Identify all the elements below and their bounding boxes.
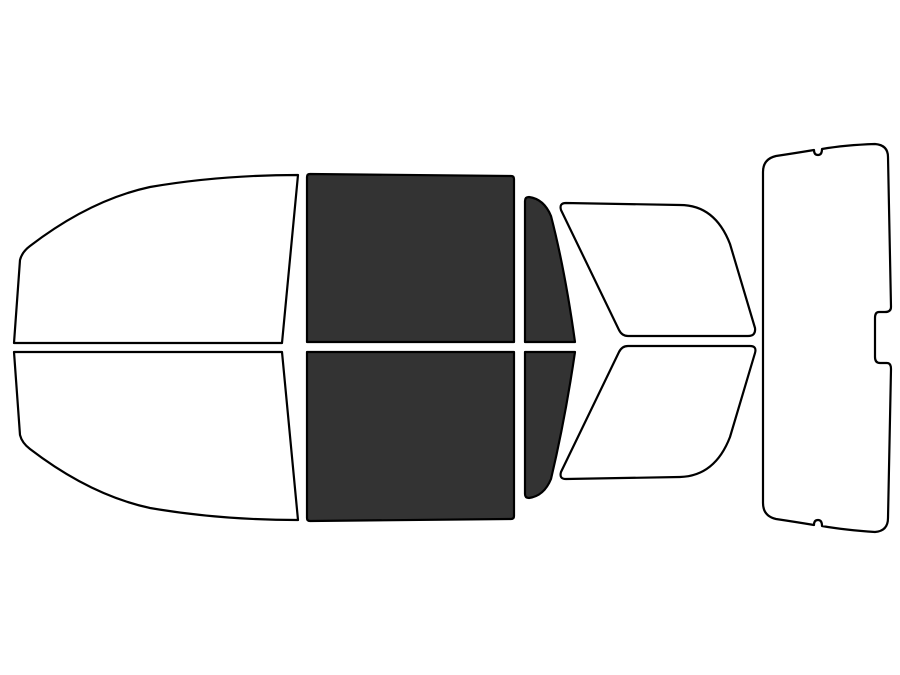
rear-door-window-top-panel [559, 201, 757, 338]
front-door-window-bottom-panel [305, 350, 516, 523]
vent-window-top-panel [523, 195, 577, 344]
rear-door-window-bottom-panel [559, 344, 757, 481]
front-windshield-bottom-panel [12, 350, 300, 522]
front-windshield-top-panel [12, 173, 300, 345]
vent-window-bottom-panel [523, 350, 577, 500]
front-door-window-top-panel [305, 172, 516, 344]
rear-window-panel [761, 142, 893, 534]
